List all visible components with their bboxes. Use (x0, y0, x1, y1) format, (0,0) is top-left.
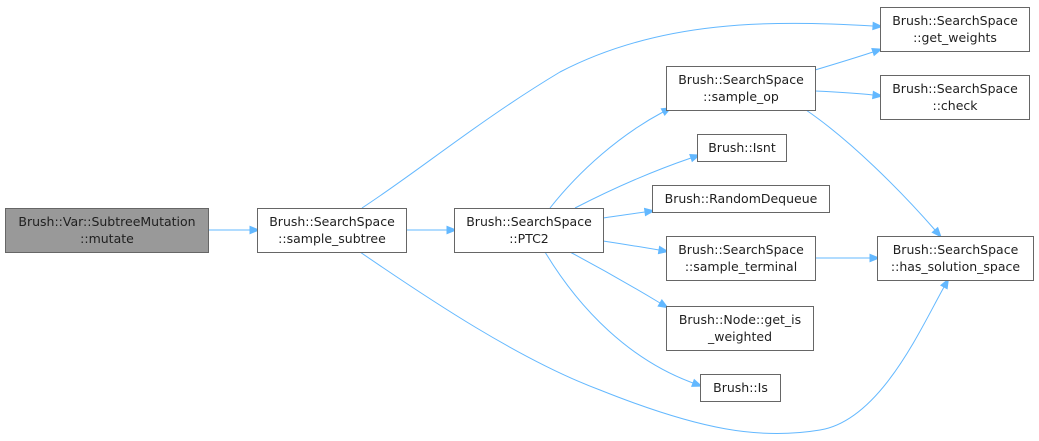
node-label: Brush::SearchSpace (893, 242, 1019, 257)
edge-sample_op-to-check (814, 90, 884, 100)
edge-sample_subtree-to-get_weights (361, 21, 884, 209)
node-label: Brush::RandomDequeue (665, 191, 818, 206)
edge-ptc2-to-is (544, 251, 703, 387)
node-box (257, 208, 407, 253)
node-label: Brush::Var::SubtreeMutation (18, 214, 195, 229)
node-box (666, 66, 816, 111)
node-box (697, 134, 787, 162)
edge-sample_terminal-to-has_solution_space (814, 253, 881, 263)
edge-ptc2-to-random_dequeue (602, 207, 656, 219)
edge-line (602, 240, 660, 251)
edge-line (361, 22, 874, 209)
node-sample-subtree[interactable]: Brush::SearchSpace::sample_subtree (257, 208, 407, 253)
arrowhead (657, 299, 669, 309)
node-ptc2[interactable]: Brush::SearchSpace::PTC2 (454, 208, 604, 253)
node-random-dequeue[interactable]: Brush::RandomDequeue (652, 185, 830, 213)
edge-sample_subtree-to-has_solution_space (359, 251, 950, 435)
arrowhead (691, 378, 703, 387)
edge-line (544, 251, 694, 384)
arrowhead (872, 21, 884, 31)
edge-line (805, 109, 936, 231)
node-box (454, 208, 604, 253)
node-label: Brush::Isnt (708, 140, 776, 155)
node-label: ::check (932, 98, 978, 113)
node-label: _weighted (707, 329, 772, 344)
node-label: Brush::SearchSpace (892, 13, 1018, 28)
node-label: ::PTC2 (509, 231, 549, 246)
node-check[interactable]: Brush::SearchSpace::check (880, 75, 1030, 120)
node-box (652, 185, 830, 213)
node-label: Brush::SearchSpace (678, 72, 804, 87)
edge-sample_subtree-to-ptc2 (405, 225, 458, 235)
node-label: ::mutate (80, 231, 134, 246)
node-sample-terminal[interactable]: Brush::SearchSpace::sample_terminal (666, 236, 816, 281)
arrowhead (939, 277, 950, 290)
node-label: ::get_weights (913, 30, 997, 45)
node-label: Brush::SearchSpace (269, 214, 395, 229)
nodes-layer: Brush::Var::SubtreeMutation::mutateBrush… (5, 7, 1034, 402)
arrowhead (657, 245, 670, 255)
node-get-weights[interactable]: Brush::SearchSpace::get_weights (880, 7, 1030, 52)
node-label: ::sample_terminal (685, 259, 797, 274)
edge-ptc2-to-get_is_weighted (569, 251, 669, 309)
node-isnt[interactable]: Brush::Isnt (697, 134, 787, 162)
arrowhead (871, 48, 883, 57)
node-mutate[interactable]: Brush::Var::SubtreeMutation::mutate (5, 208, 209, 253)
edge-sample_op-to-get_weights (814, 48, 883, 71)
node-box (5, 208, 209, 253)
arrowhead (872, 90, 884, 100)
node-label: Brush::SearchSpace (678, 242, 804, 257)
node-sample-op[interactable]: Brush::SearchSpace::sample_op (666, 66, 816, 111)
edge-line (814, 51, 874, 71)
edge-line (569, 251, 661, 304)
node-label: ::has_solution_space (891, 259, 1020, 274)
node-box (700, 374, 781, 402)
node-get-is-weighted[interactable]: Brush::Node::get_is_weighted (666, 306, 814, 351)
edge-line (602, 211, 646, 219)
node-box (666, 306, 814, 351)
arrowhead (869, 253, 881, 263)
edge-line (549, 111, 664, 209)
node-label: ::sample_subtree (278, 231, 386, 246)
edge-line (574, 157, 692, 209)
edge-mutate-to-sample_subtree (207, 225, 261, 235)
node-has-solution-space[interactable]: Brush::SearchSpace::has_solution_space (877, 236, 1034, 281)
edge-line (359, 251, 945, 435)
node-box (877, 236, 1034, 281)
arrowhead (643, 207, 656, 217)
edge-sample_op-to-has_solution_space (805, 109, 942, 238)
arrowhead (446, 225, 458, 235)
arrowhead (249, 225, 261, 235)
node-box (880, 7, 1030, 52)
arrowhead (931, 226, 942, 238)
node-label: Brush::SearchSpace (466, 214, 592, 229)
node-label: Brush::Is (713, 380, 768, 395)
node-label: ::sample_op (703, 89, 779, 104)
edge-line (814, 90, 874, 96)
edge-ptc2-to-sample_terminal (602, 240, 670, 255)
node-box (666, 236, 816, 281)
node-label: Brush::SearchSpace (892, 81, 1018, 96)
node-label: Brush::Node::get_is (679, 312, 801, 327)
node-box (880, 75, 1030, 120)
node-is[interactable]: Brush::Is (700, 374, 781, 402)
